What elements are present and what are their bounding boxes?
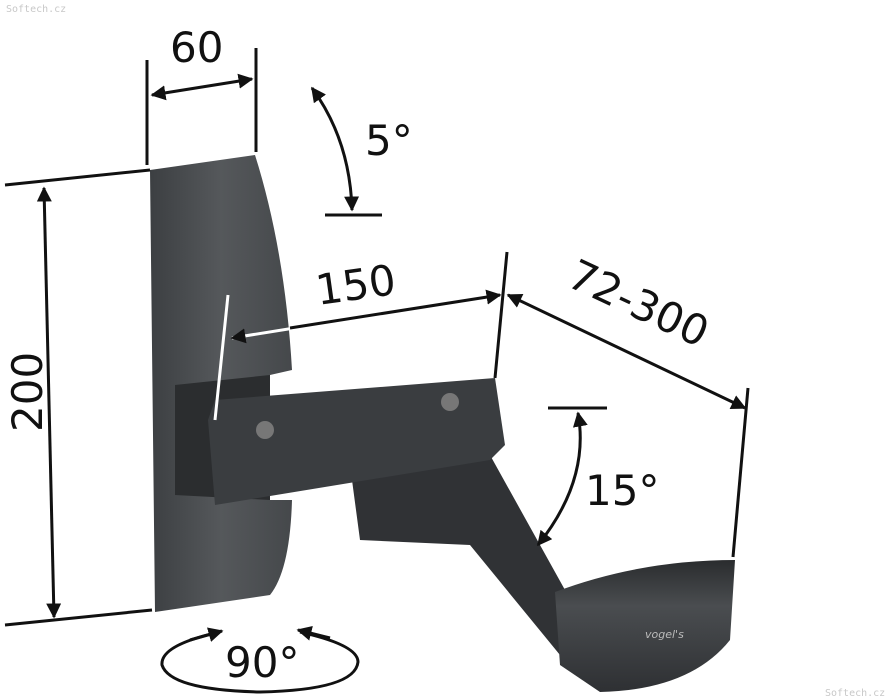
dimension-depth: 150: [313, 255, 399, 315]
rotation-arrowhead: [296, 625, 331, 641]
dimension-arrow-arm: [506, 293, 747, 410]
extension-line: [4, 168, 151, 187]
speaker-cup: [555, 560, 735, 692]
mounting-platform: [208, 378, 505, 505]
screw-icon: [441, 393, 459, 411]
rotation-arrowhead: [189, 627, 224, 642]
extension-line: [4, 608, 153, 627]
dimension-width: 60: [170, 23, 223, 72]
screw-icon: [256, 421, 274, 439]
dimension-arrow-200: [36, 186, 62, 619]
rotation-arrow: [160, 630, 360, 694]
dimension-height: 200: [3, 352, 52, 432]
extension-line: [731, 387, 750, 558]
tilt-arrow: [310, 86, 360, 212]
dimension-swivel: 15°: [585, 466, 659, 515]
brand-logo: vogel's: [645, 628, 684, 641]
white-reference-line: [213, 294, 230, 421]
watermark: Softech.cz: [825, 688, 885, 699]
telescopic-arm: [350, 455, 600, 655]
swivel-arrow: [536, 411, 588, 547]
watermark: Softech.cz: [6, 4, 66, 15]
dimension-tilt: 5°: [365, 116, 413, 165]
dimension-arrow-150-dark: [289, 289, 502, 330]
extension-line: [493, 251, 509, 379]
dimension-rotation: 90°: [225, 638, 299, 687]
dimension-arrow-60: [150, 73, 254, 101]
dimension-arm-range: 72-300: [561, 250, 717, 357]
